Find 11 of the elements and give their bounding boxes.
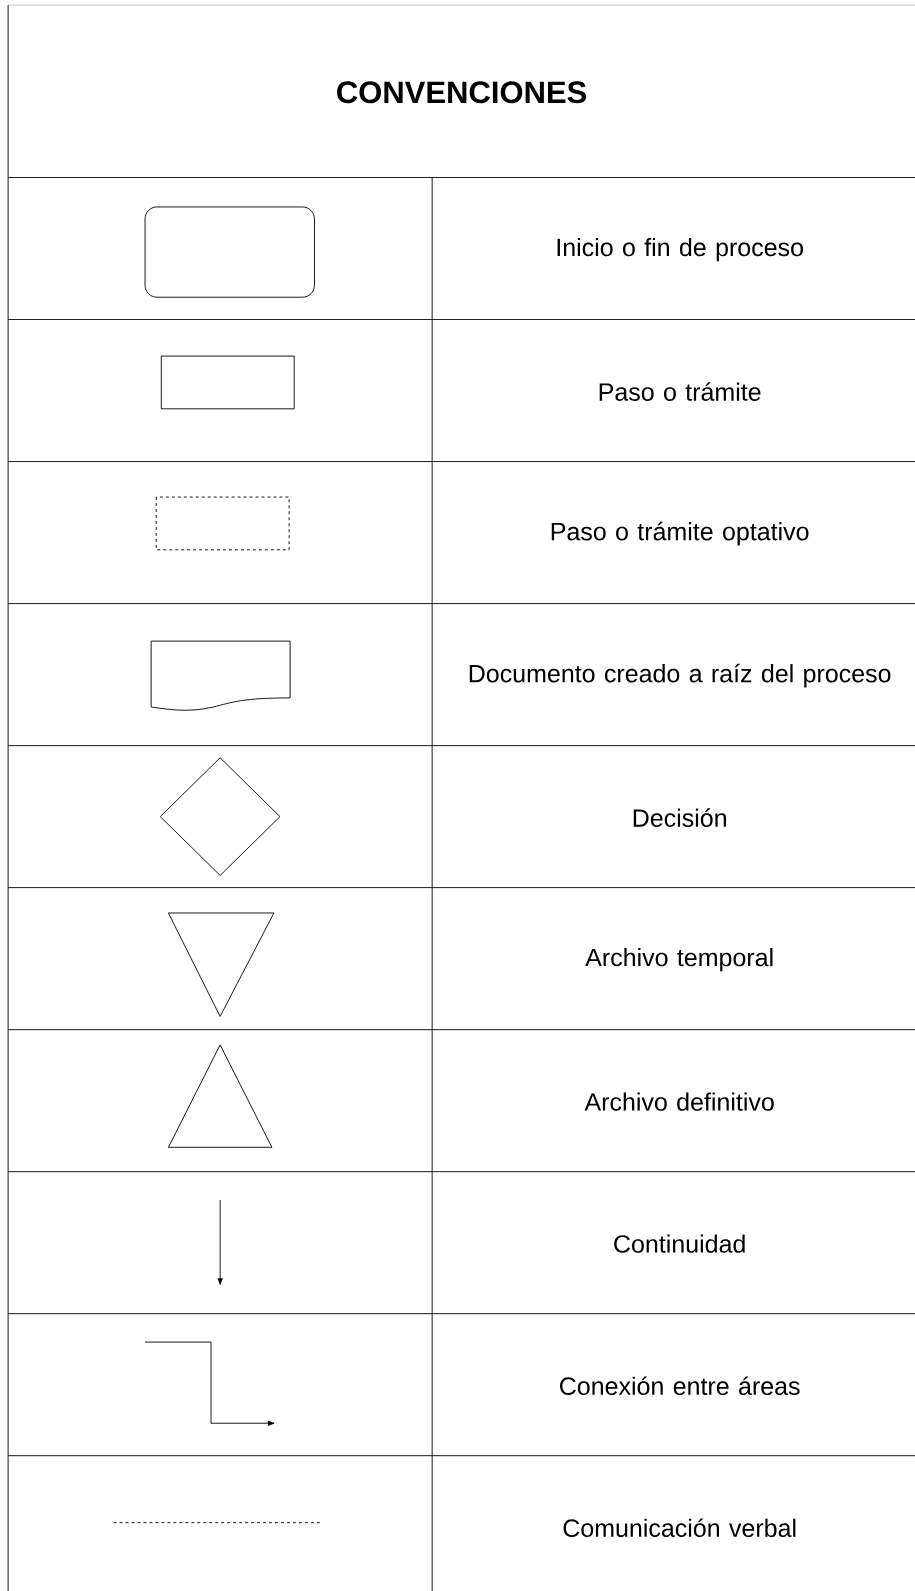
symbol-description: Continuidad bbox=[614, 1234, 745, 1253]
symbol-description: Conexión entre áreas bbox=[560, 1376, 800, 1396]
symbol-description: Decisión bbox=[633, 808, 726, 827]
symbol-description: Paso o trámite bbox=[599, 382, 761, 401]
symbol-description: Archivo temporal bbox=[585, 948, 773, 972]
symbol-description: Inicio o fin de proceso bbox=[557, 237, 803, 262]
symbol-description: Comunicación verbal bbox=[563, 1518, 796, 1538]
symbol-description: Archivo definitivo bbox=[584, 1092, 774, 1111]
symbol-description: Paso o trámite optativo bbox=[551, 521, 809, 546]
symbol-description: Documento creado a raíz del proceso bbox=[469, 663, 891, 688]
title: CONVENCIONES bbox=[337, 81, 587, 104]
